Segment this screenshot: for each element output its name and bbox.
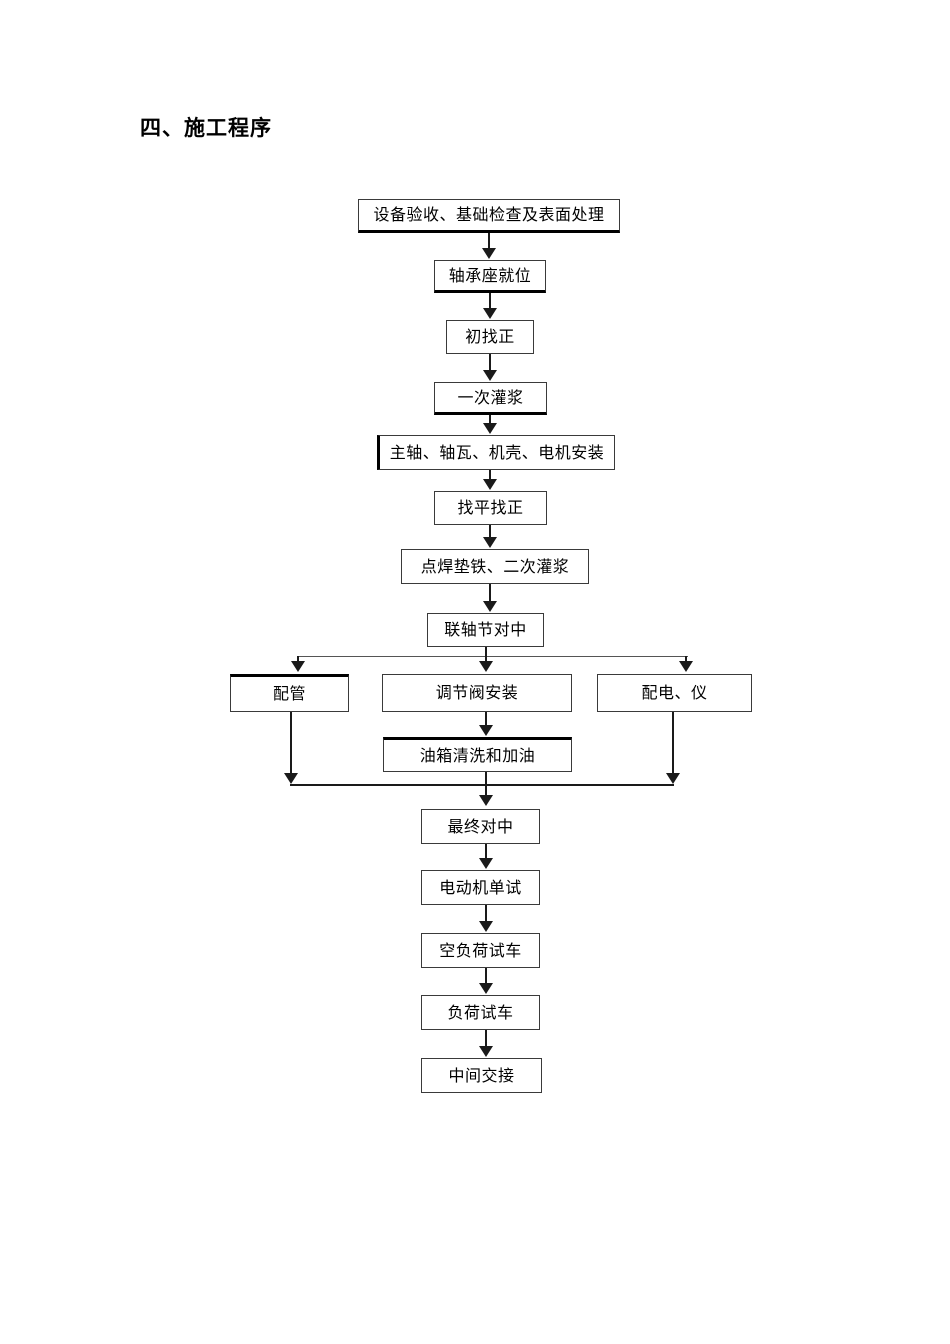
flow-node-bearing-seat-positioning[interactable]: 轴承座就位 [434, 260, 546, 293]
edge-line-n3-n4 [489, 354, 491, 371]
edge-line-n14-n15 [485, 905, 487, 922]
edge-line-n6-n7 [489, 525, 491, 537]
edge-line-n13-n14 [485, 844, 487, 860]
edge-line-merge-n13 [485, 784, 487, 796]
edge-arrow-n14-n15 [479, 921, 493, 932]
flow-node-primary-grouting[interactable]: 一次灌浆 [434, 382, 547, 415]
edge-line-n16-n17 [485, 1030, 487, 1046]
edge-line-n5-n6 [489, 470, 491, 480]
flow-node-oil-tank-cleaning-filling[interactable]: 油箱清洗和加油 [383, 737, 572, 772]
edge-line-n1-n2 [488, 233, 490, 249]
edge-arrow-n4-n5 [483, 423, 497, 434]
flow-node-piping[interactable]: 配管 [230, 674, 349, 712]
edge-line-split-center [485, 656, 487, 664]
edge-arrow-n9-merge [284, 773, 298, 784]
edge-line-split-right [685, 656, 687, 664]
edge-arrow-n6-n7 [483, 537, 497, 548]
edge-line-n7-n8 [489, 584, 491, 602]
flow-node-coupling-alignment[interactable]: 联轴节对中 [427, 613, 544, 647]
edge-arrow-n16-n17 [479, 1046, 493, 1057]
edge-arrow-n3-n4 [483, 370, 497, 381]
edge-arrow-split-to-piping [291, 661, 305, 672]
edge-arrow-split-to-valve [479, 661, 493, 672]
flow-node-motor-solo-test[interactable]: 电动机单试 [421, 870, 540, 905]
edge-arrow-n7-n8 [483, 601, 497, 612]
flow-node-shaft-bearing-casing-motor-install[interactable]: 主轴、轴瓦、机壳、电机安装 [377, 435, 615, 470]
split-bus-line [298, 656, 688, 657]
edge-arrow-n5-n6 [483, 479, 497, 490]
flow-node-load-test-run[interactable]: 负荷试车 [421, 995, 540, 1030]
edge-arrow-n15-n16 [479, 983, 493, 994]
edge-arrow-merge-n13 [479, 795, 493, 806]
flow-node-power-instrumentation[interactable]: 配电、仪 [597, 674, 752, 712]
edge-line-n11-merge [672, 712, 674, 774]
edge-arrow-n1-n2 [482, 248, 496, 259]
flow-node-equipment-acceptance[interactable]: 设备验收、基础检查及表面处理 [358, 199, 620, 233]
flow-node-control-valve-install[interactable]: 调节阀安装 [382, 674, 572, 712]
edge-arrow-n10-n12 [479, 725, 493, 736]
edge-line-n9-merge [290, 712, 292, 774]
edge-arrow-n2-n3 [483, 308, 497, 319]
flow-node-leveling-alignment[interactable]: 找平找正 [434, 491, 547, 525]
edge-line-n2-n3 [489, 293, 491, 309]
merge-bus-line [290, 784, 674, 786]
edge-line-n10-n12 [485, 712, 487, 726]
flow-node-final-alignment[interactable]: 最终对中 [421, 809, 540, 844]
edge-arrow-n13-n14 [479, 858, 493, 869]
edge-line-split-left [297, 656, 299, 664]
edge-arrow-split-to-power [679, 661, 693, 672]
edge-line-n8-split [485, 647, 487, 657]
flow-node-no-load-test-run[interactable]: 空负荷试车 [421, 933, 540, 968]
edge-line-n12-merge [485, 772, 487, 786]
flow-node-interim-handover[interactable]: 中间交接 [421, 1058, 542, 1093]
flow-node-spot-weld-shim-secondary-grouting[interactable]: 点焊垫铁、二次灌浆 [401, 549, 589, 584]
edge-arrow-n11-merge [666, 773, 680, 784]
edge-line-n15-n16 [485, 968, 487, 984]
flow-node-initial-alignment[interactable]: 初找正 [446, 320, 534, 354]
page-title: 四、施工程序 [140, 116, 272, 140]
edge-line-n4-n5 [489, 415, 491, 424]
